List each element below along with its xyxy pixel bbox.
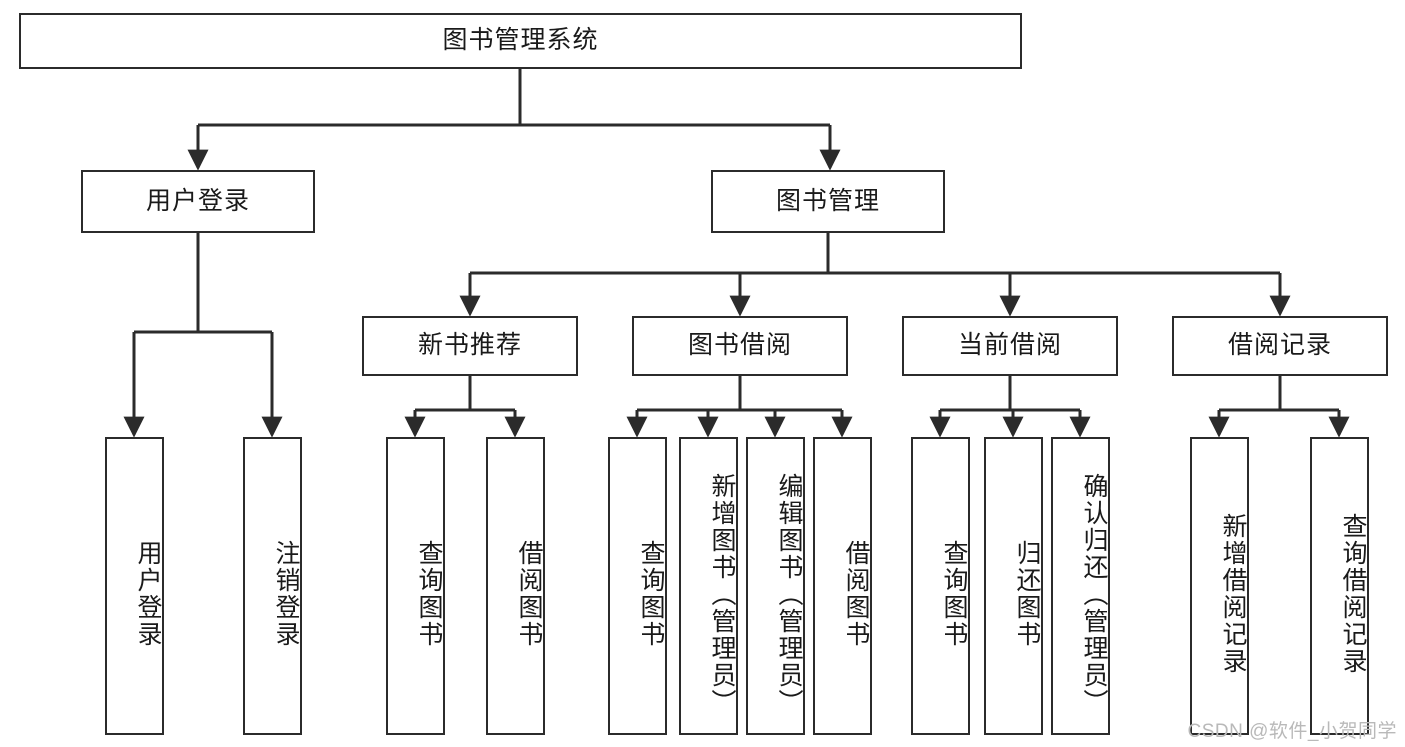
leaf-return-book-label: 归还图书 [1013,540,1041,648]
leaf-query-book-2[interactable]: 查询图书 [608,437,667,735]
node-user-login[interactable]: 用户登录 [81,170,315,233]
node-borrow-record-label: 借阅记录 [1227,331,1332,360]
leaf-query-book-1-label: 查询图书 [415,540,443,648]
node-user-login-label: 用户登录 [145,186,250,215]
leaf-user-logout[interactable]: 注销登录 [243,437,302,735]
node-root-label: 图书管理系统 [442,26,599,55]
leaf-query-book-1[interactable]: 查询图书 [386,437,445,735]
node-book-management-label: 图书管理 [775,186,880,215]
leaf-add-book[interactable]: 新增图书（管理员） [679,437,738,735]
node-new-book-recommend-label: 新书推荐 [417,331,522,360]
node-book-management[interactable]: 图书管理 [711,170,945,233]
leaf-borrow-book-2-label: 借阅图书 [842,540,870,648]
leaf-add-record[interactable]: 新增借阅记录 [1190,437,1249,735]
leaf-confirm-return[interactable]: 确认归还（管理员） [1051,437,1110,735]
leaf-borrow-book-1[interactable]: 借阅图书 [486,437,545,735]
leaf-edit-book-label: 编辑图书（管理员） [775,472,803,716]
leaf-user-logout-label: 注销登录 [272,540,300,648]
leaf-query-record[interactable]: 查询借阅记录 [1310,437,1369,735]
leaf-edit-book[interactable]: 编辑图书（管理员） [746,437,805,735]
node-new-book-recommend[interactable]: 新书推荐 [362,316,578,376]
leaf-add-book-label: 新增图书（管理员） [708,472,736,716]
leaf-user-login[interactable]: 用户登录 [105,437,164,735]
node-current-borrow[interactable]: 当前借阅 [902,316,1118,376]
leaf-user-login-label: 用户登录 [134,540,162,648]
leaf-query-book-3[interactable]: 查询图书 [911,437,970,735]
leaf-return-book[interactable]: 归还图书 [984,437,1043,735]
leaf-query-book-2-label: 查询图书 [637,540,665,648]
node-book-borrow-label: 图书借阅 [687,331,792,360]
node-borrow-record[interactable]: 借阅记录 [1172,316,1388,376]
leaf-add-record-label: 新增借阅记录 [1219,513,1247,675]
node-root[interactable]: 图书管理系统 [19,13,1022,69]
leaf-query-book-3-label: 查询图书 [940,540,968,648]
leaf-borrow-book-1-label: 借阅图书 [515,540,543,648]
node-current-borrow-label: 当前借阅 [957,331,1062,360]
leaf-query-record-label: 查询借阅记录 [1339,513,1367,675]
leaf-borrow-book-2[interactable]: 借阅图书 [813,437,872,735]
watermark: CSDN @软件_小贺同学 [1187,721,1397,742]
leaf-confirm-return-label: 确认归还（管理员） [1080,472,1108,716]
node-book-borrow[interactable]: 图书借阅 [632,316,848,376]
